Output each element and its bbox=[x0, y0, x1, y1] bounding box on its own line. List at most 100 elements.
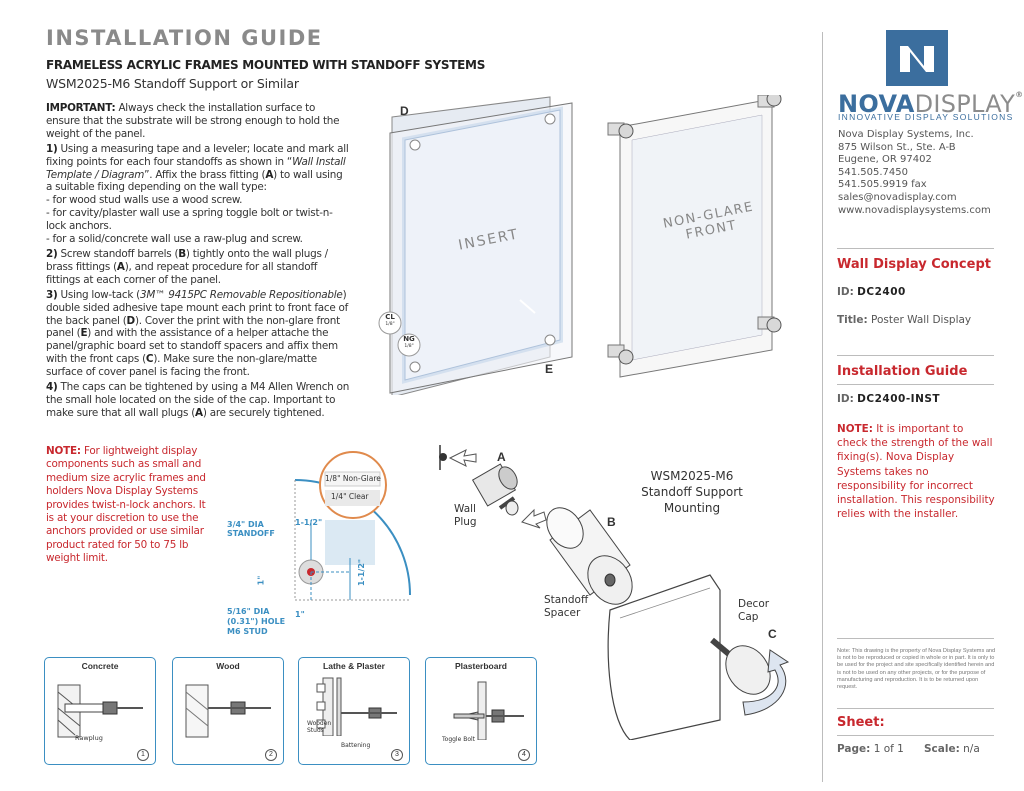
step-text: ), and repeat procedure for all standoff… bbox=[46, 260, 318, 286]
step-text: ) tightly onto the wall plugs / brass fi… bbox=[46, 247, 328, 273]
step-2: 2) Screw standoff barrels (B) tightly on… bbox=[46, 248, 351, 287]
step-text: ). Make sure the non-glare/matte surface… bbox=[46, 353, 317, 379]
wall-type-title: Concrete bbox=[81, 661, 119, 671]
concrete-illustration bbox=[57, 684, 143, 738]
field-label: Scale: bbox=[924, 743, 960, 755]
note-text: It is important to check the strength of… bbox=[837, 423, 995, 521]
panel-diagram bbox=[378, 95, 782, 395]
company-name: Nova Display Systems, Inc. bbox=[838, 129, 974, 140]
part-ref: C bbox=[145, 353, 154, 366]
concept-title: Wall Display Concept bbox=[837, 257, 991, 272]
label-c: C bbox=[768, 627, 777, 641]
assembled-panel bbox=[619, 98, 773, 378]
field-value: Poster Wall Display bbox=[871, 314, 972, 326]
badge-text: CL bbox=[385, 313, 395, 321]
email-link[interactable]: sales@novadisplay.com bbox=[838, 191, 957, 203]
logo-nova: NOVA bbox=[838, 90, 915, 118]
page-subtitle: FRAMELESS ACRYLIC FRAMES MOUNTED WITH ST… bbox=[46, 58, 486, 72]
label-line: Standoff bbox=[544, 594, 589, 606]
wall-plug-label: Wall Plug bbox=[454, 503, 477, 528]
concept-title-field: Title: Poster Wall Display bbox=[837, 314, 971, 326]
badge-non-glare bbox=[397, 333, 421, 357]
badge-text: NG bbox=[403, 335, 415, 343]
label-line: Cap bbox=[738, 611, 759, 623]
nova-logo-mark bbox=[886, 30, 948, 86]
wall-type-number: 2 bbox=[265, 749, 277, 761]
section-divider bbox=[837, 708, 994, 709]
screw bbox=[498, 496, 519, 516]
important-text: Always check the installation surface to… bbox=[46, 102, 340, 140]
standoff-spacer-label: Standoff Spacer bbox=[544, 594, 588, 620]
step-text: ”. Affix the brass fitting ( bbox=[144, 168, 266, 181]
wall-type-number: 1 bbox=[137, 749, 149, 761]
panel-corner bbox=[607, 574, 721, 740]
wall-type-lathe-plaster: Lathe & Plaster Wooden Studs Battening 3 bbox=[298, 657, 410, 765]
field-label: Page: bbox=[837, 743, 871, 755]
n-logo-icon bbox=[900, 46, 934, 72]
field-value: DC2400 bbox=[857, 286, 906, 298]
step-text: Screw standoff barrels ( bbox=[60, 247, 179, 260]
field-label: Title: bbox=[837, 314, 868, 326]
wall-type-plasterboard: Plasterboard Toggle Bolt 4 bbox=[425, 657, 537, 765]
step-number: 4) bbox=[46, 381, 58, 394]
note-label: NOTE: bbox=[46, 445, 81, 457]
label-line: WSM2025-M6 bbox=[650, 469, 734, 483]
install-id: ID: DC2400-INST bbox=[837, 393, 940, 405]
step-number: 3) bbox=[46, 288, 58, 301]
fax: 541.505.9919 fax bbox=[838, 179, 927, 191]
important-paragraph: IMPORTANT: Always check the installation… bbox=[46, 102, 351, 141]
step-4: 4) The caps can be tightened by using a … bbox=[46, 381, 351, 420]
field-label: ID: bbox=[837, 286, 854, 298]
logo-wordmark: NOVADISPLAY® bbox=[838, 90, 1023, 118]
wall-marker-icon bbox=[439, 445, 447, 470]
wall-caption: Battening bbox=[341, 742, 371, 749]
label-line: Decor bbox=[738, 598, 770, 610]
part-ref: A bbox=[116, 260, 125, 273]
arrow-icon bbox=[521, 508, 547, 529]
badge-cl-text: CL 1/8" bbox=[380, 314, 400, 328]
step-text: Using low-tack ( bbox=[60, 288, 141, 301]
step-text: The caps can be tightened by using a M4 … bbox=[46, 381, 350, 419]
decor-cap-label: Decor Cap bbox=[738, 598, 769, 624]
hardware-diagram bbox=[439, 445, 790, 740]
page-title: INSTALLATION GUIDE bbox=[46, 26, 323, 50]
scale-field: Scale: n/a bbox=[924, 743, 980, 755]
part-ref: A bbox=[265, 168, 274, 181]
instructions: IMPORTANT: Always check the installation… bbox=[46, 102, 351, 422]
decor-cap-c bbox=[710, 637, 771, 695]
step-text: ) to wall using a suitable fixing depend… bbox=[46, 168, 343, 194]
website-link[interactable]: www.novadisplaysystems.com bbox=[838, 204, 991, 216]
wall-type-number: 3 bbox=[391, 749, 403, 761]
wall-type-number: 4 bbox=[518, 749, 530, 761]
wall-caption: Wooden Studs bbox=[307, 720, 332, 734]
section-divider bbox=[837, 638, 994, 639]
part-ref: E bbox=[80, 327, 88, 340]
step-text: ) are securely tightened. bbox=[202, 406, 325, 419]
step-text: Using a measuring tape and a leveler; lo… bbox=[46, 142, 349, 168]
field-value: DC2400-INST bbox=[857, 393, 941, 405]
note-responsibility: NOTE: It is important to check the stren… bbox=[837, 422, 997, 521]
note-label: NOTE: bbox=[837, 423, 873, 435]
hole bbox=[409, 139, 421, 151]
label-b: B bbox=[607, 515, 616, 529]
step-text: ) and with the assistance of a helper at… bbox=[46, 327, 338, 366]
right-divider bbox=[822, 32, 823, 782]
hole bbox=[544, 334, 556, 346]
note-lightweight: NOTE: For lightweight display components… bbox=[46, 445, 206, 566]
standoff bbox=[607, 122, 634, 139]
dim-right: 1-1/2" bbox=[357, 558, 367, 587]
template-shaded bbox=[325, 520, 375, 565]
standoff bbox=[607, 344, 634, 365]
dim-text: STANDOFF bbox=[227, 529, 275, 538]
logo-display: DISPLAY bbox=[914, 90, 1016, 118]
dim-text: (0.31") HOLE bbox=[227, 617, 286, 626]
install-template bbox=[294, 451, 411, 601]
company-info: Nova Display Systems, Inc. 875 Wilson St… bbox=[838, 129, 991, 217]
dim-bottom: 1" bbox=[295, 610, 305, 619]
step-number: 1) bbox=[46, 142, 58, 155]
dim-top: 1-1/2" bbox=[295, 518, 323, 527]
install-title: Installation Guide bbox=[837, 364, 968, 379]
standoff-spacer-b bbox=[546, 507, 633, 605]
step-1: 1) Using a measuring tape and a leveler;… bbox=[46, 143, 351, 246]
step-text: ) double sided adhesive tape mount each … bbox=[46, 288, 349, 327]
